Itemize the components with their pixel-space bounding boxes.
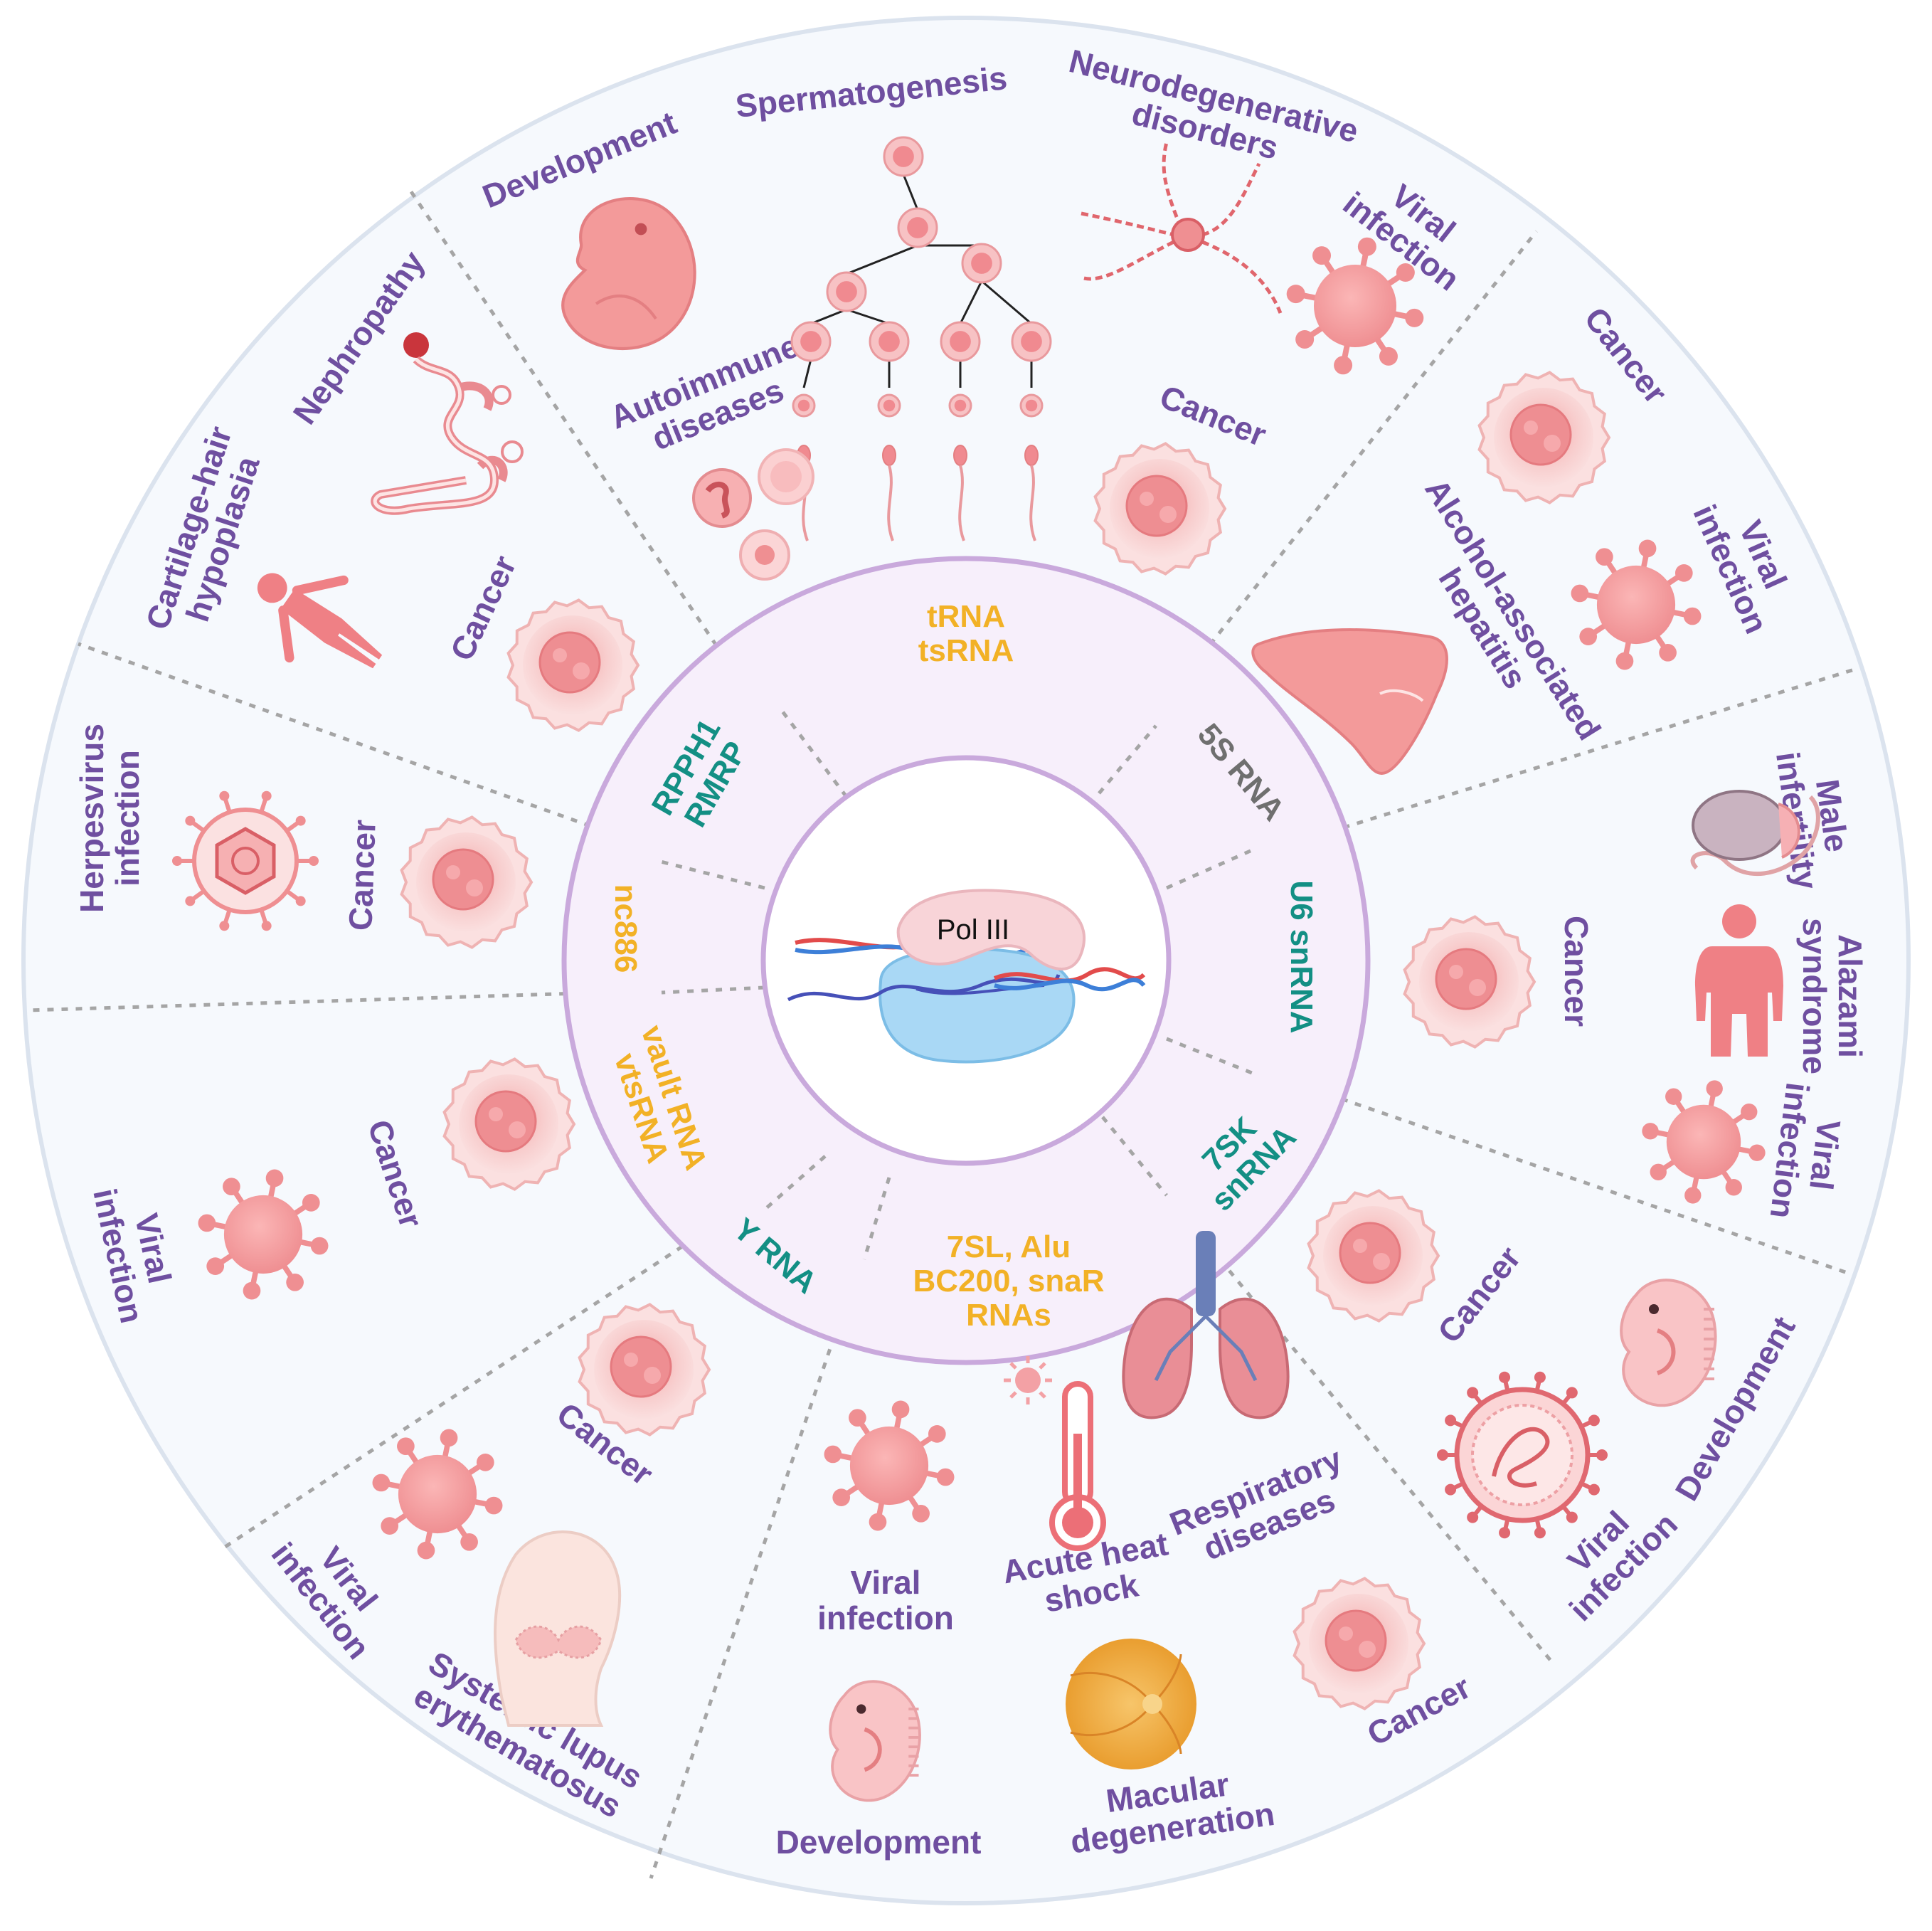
cancer-cell-icon [1403, 915, 1536, 1049]
label-line: tsRNA [918, 633, 1014, 668]
liver-icon [1251, 628, 1448, 775]
outer-divider [1166, 1037, 1850, 1276]
cancer-cell-icon [400, 815, 534, 949]
rna-divider [661, 985, 765, 995]
rna-divider [1098, 724, 1157, 795]
label-line: Viral [1803, 1118, 1848, 1192]
rna-label-nc886: nc886 [608, 884, 643, 973]
cancer-cell-icon [1093, 442, 1227, 576]
rna-divider [1101, 1116, 1168, 1197]
virus-icon [1642, 1080, 1766, 1204]
cancer-cell-icon [1307, 1189, 1440, 1323]
rna-divider [781, 710, 848, 798]
virus-icon [1286, 237, 1424, 375]
embryo-icon [829, 1680, 921, 1802]
cancer-cell-icon [1293, 1577, 1426, 1710]
virus-icon [198, 1169, 329, 1300]
label-line: 7SL, Alu [947, 1229, 1071, 1264]
label-line: Development [776, 1824, 982, 1861]
embryo-icon [1620, 1279, 1717, 1407]
disease-label-d-viral-u6: Viralinfection [1763, 1081, 1852, 1225]
disease-label-d-development-7sl: Development [776, 1824, 982, 1861]
outer-divider [1166, 667, 1857, 884]
embryo-icon [561, 197, 696, 351]
person-icon [257, 573, 383, 669]
label-line: nc886 [608, 884, 643, 973]
label-line: infection [109, 750, 146, 887]
label-line: Cancer [1558, 916, 1595, 1027]
label-line: syndrome [1796, 918, 1833, 1074]
nephron-icon [371, 332, 524, 515]
disease-label-d-cancer-u6: Cancer [1558, 916, 1595, 1027]
virus-icon [1571, 539, 1702, 670]
person-icon [1695, 904, 1783, 1057]
rna-divider [657, 859, 765, 890]
pol-iii-label: Pol III [937, 914, 1009, 946]
outer-divider [649, 1173, 891, 1879]
rna-sector-dividers [657, 710, 1256, 1260]
neuron-icon [1081, 142, 1283, 314]
disease-label-d-herpes: Herpesvirusinfection [73, 724, 146, 913]
rna-label-u6: U6 snRNA [1284, 880, 1319, 1033]
rna-divider [1165, 848, 1253, 890]
spermatogenesis-icon [790, 136, 1052, 541]
rna-divider [1166, 1037, 1256, 1076]
retina-icon [1066, 1639, 1196, 1769]
label-line: Viral [851, 1564, 921, 1601]
pol-iii-enzyme-icon: Pol III [787, 889, 1146, 1064]
virus-icon [824, 1400, 955, 1531]
virus-icon [1437, 1371, 1608, 1539]
rna-divider [862, 1177, 891, 1260]
disease-icons [172, 136, 1820, 1802]
outer-divider [28, 985, 765, 1012]
lungs-icon [1122, 1231, 1290, 1419]
thermometer-icon [1004, 1356, 1106, 1551]
herpesvirus-icon [172, 790, 319, 931]
label-line: BC200, snaR [913, 1264, 1104, 1298]
cancer-cell-icon [442, 1057, 576, 1191]
immune-cells-icon [692, 448, 814, 581]
label-line: infection [817, 1599, 954, 1636]
cancer-cell-icon [578, 1303, 711, 1437]
testis-icon [1690, 790, 1820, 877]
label-line: Herpesvirus [73, 724, 110, 913]
label-line: U6 snRNA [1284, 880, 1319, 1033]
cancer-cell-icon [506, 598, 640, 732]
disease-label-d-alazami: Alazamisyndrome [1796, 918, 1869, 1074]
label-line: Alazami [1832, 934, 1869, 1058]
label-line: Cancer [341, 819, 382, 931]
head-icon [494, 1530, 622, 1727]
cancer-cell-icon [1477, 371, 1611, 504]
virus-icon [372, 1429, 503, 1560]
label-line: RNAs [966, 1298, 1051, 1333]
disease-label-d-cancer-nc886: Cancer [341, 819, 382, 931]
label-line: tRNA [927, 599, 1005, 634]
